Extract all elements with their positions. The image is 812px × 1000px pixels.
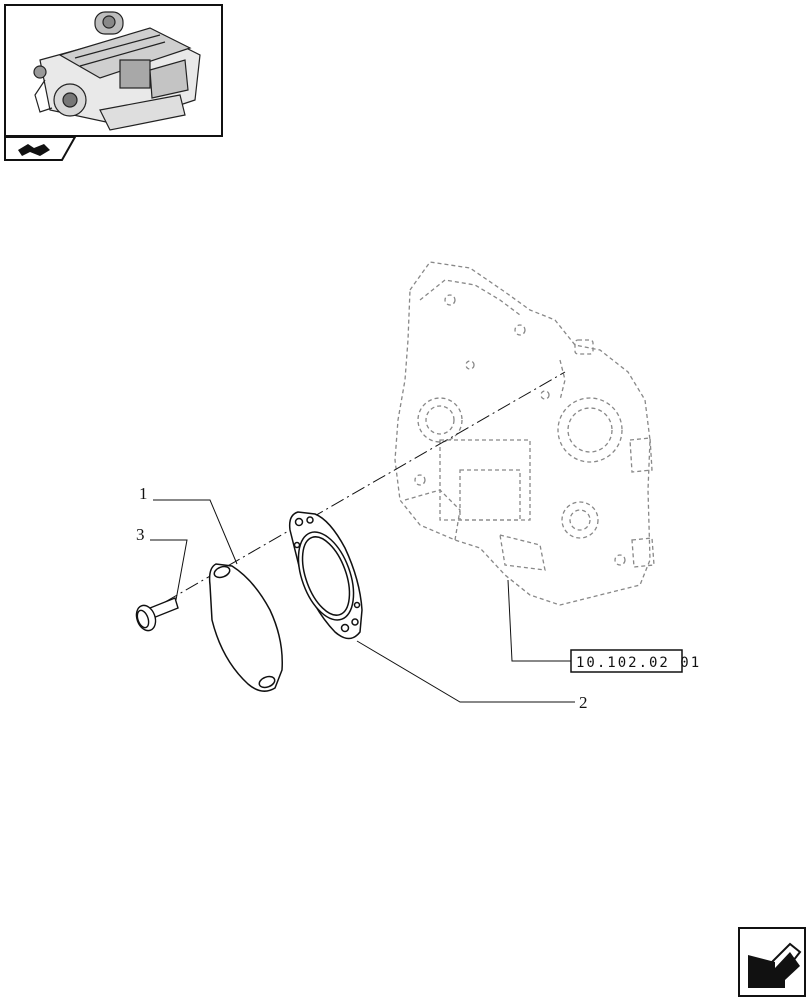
callout-part-3: 3	[136, 525, 145, 544]
assembly-axis	[164, 371, 566, 603]
callout-part-1: 1	[139, 484, 148, 503]
reference-code: 10.102.02 01	[576, 655, 701, 671]
gear-housing	[394, 261, 655, 606]
engine-thumbnail-icon[interactable]	[4, 4, 223, 137]
next-page-arrow-icon[interactable]	[738, 927, 806, 997]
callout-part-2: 2	[579, 693, 588, 712]
gasket-part-2[interactable]	[288, 511, 365, 640]
leader-lines	[150, 499, 575, 703]
cover-plate-part-1[interactable]	[208, 563, 283, 692]
bolt-part-3[interactable]	[133, 597, 179, 633]
reference-code-box[interactable]: 10.102.02 01	[570, 649, 701, 673]
engine-tab-icon[interactable]	[4, 136, 77, 161]
